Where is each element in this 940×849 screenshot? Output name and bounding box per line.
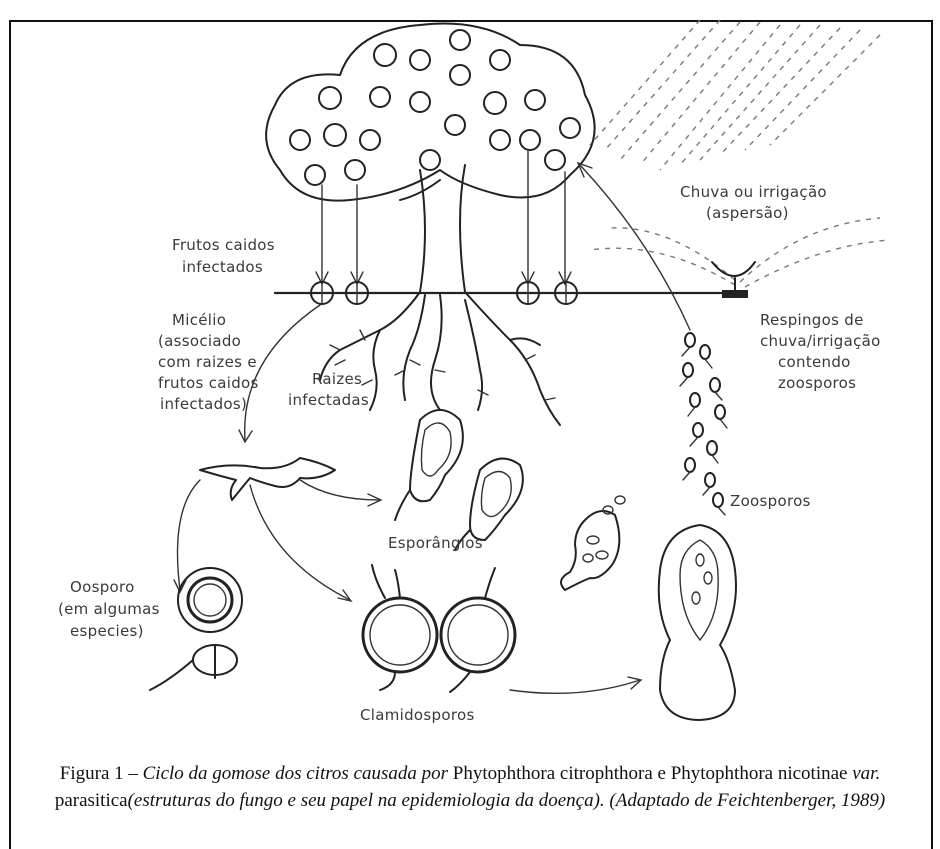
tree-trunk: [400, 165, 465, 292]
rain-streaks: [590, 20, 880, 170]
label-sporangia: Esporângios: [388, 534, 483, 552]
label-oospore-1: Oosporo: [70, 578, 135, 596]
caption-species-1: Phytophthora citrophthora e Phytophthora…: [448, 763, 852, 784]
label-fruits-1: Frutos caidos: [172, 236, 275, 254]
label-mycelium-4: frutos caidos: [158, 374, 259, 392]
sporangia: [395, 410, 523, 550]
label-splash-4: zoosporos: [778, 374, 856, 392]
label-splash-3: contendo: [778, 353, 851, 371]
label-rain-2: (aspersão): [706, 204, 789, 222]
zoospores-splash: [680, 333, 727, 515]
label-mycelium-1: Micélio: [172, 311, 226, 329]
label-rain-1: Chuva ou irrigação: [680, 183, 827, 201]
label-mycelium-5: infectados): [160, 395, 247, 413]
label-fruits-2: infectados: [182, 258, 263, 276]
tree-canopy: [266, 24, 595, 201]
caption-italic-2: var.: [852, 763, 880, 784]
releasing-sporangium: [561, 496, 625, 590]
mycelium: [200, 458, 335, 500]
caption-italic-3: (estruturas do fungo e seu papel na epid…: [128, 790, 886, 811]
diagram-labels: Chuva ou irrigação (aspersão) Frutos cai…: [58, 183, 881, 724]
zoosporangium: [659, 525, 736, 720]
label-mycelium-2: (associado: [158, 332, 241, 350]
falling-fruit-arrows: [316, 150, 571, 284]
label-chlamydospores: Clamidosporos: [360, 706, 475, 724]
oospore: [150, 568, 242, 690]
sprinkler-spray: [590, 218, 890, 287]
caption-prefix: Figura 1 –: [60, 763, 143, 784]
label-splash-2: chuva/irrigação: [760, 332, 881, 350]
fruit-cluster: [290, 30, 580, 185]
caption-species-2: parasitica: [55, 790, 128, 811]
label-mycelium-3: com raizes e: [158, 353, 257, 371]
chlamydospores: [363, 565, 515, 692]
label-oospore-2: (em algumas: [58, 600, 160, 618]
label-roots-1: Raizes: [312, 370, 362, 388]
label-oospore-3: especies): [70, 622, 144, 640]
label-splash-1: Respingos de: [760, 311, 864, 329]
label-zoospores: Zoosporos: [730, 492, 811, 510]
figure-caption: Figura 1 – Ciclo da gomose dos citros ca…: [30, 760, 910, 814]
caption-italic-1: Ciclo da gomose dos citros causada por: [143, 763, 448, 784]
label-roots-2: infectadas: [288, 391, 369, 409]
